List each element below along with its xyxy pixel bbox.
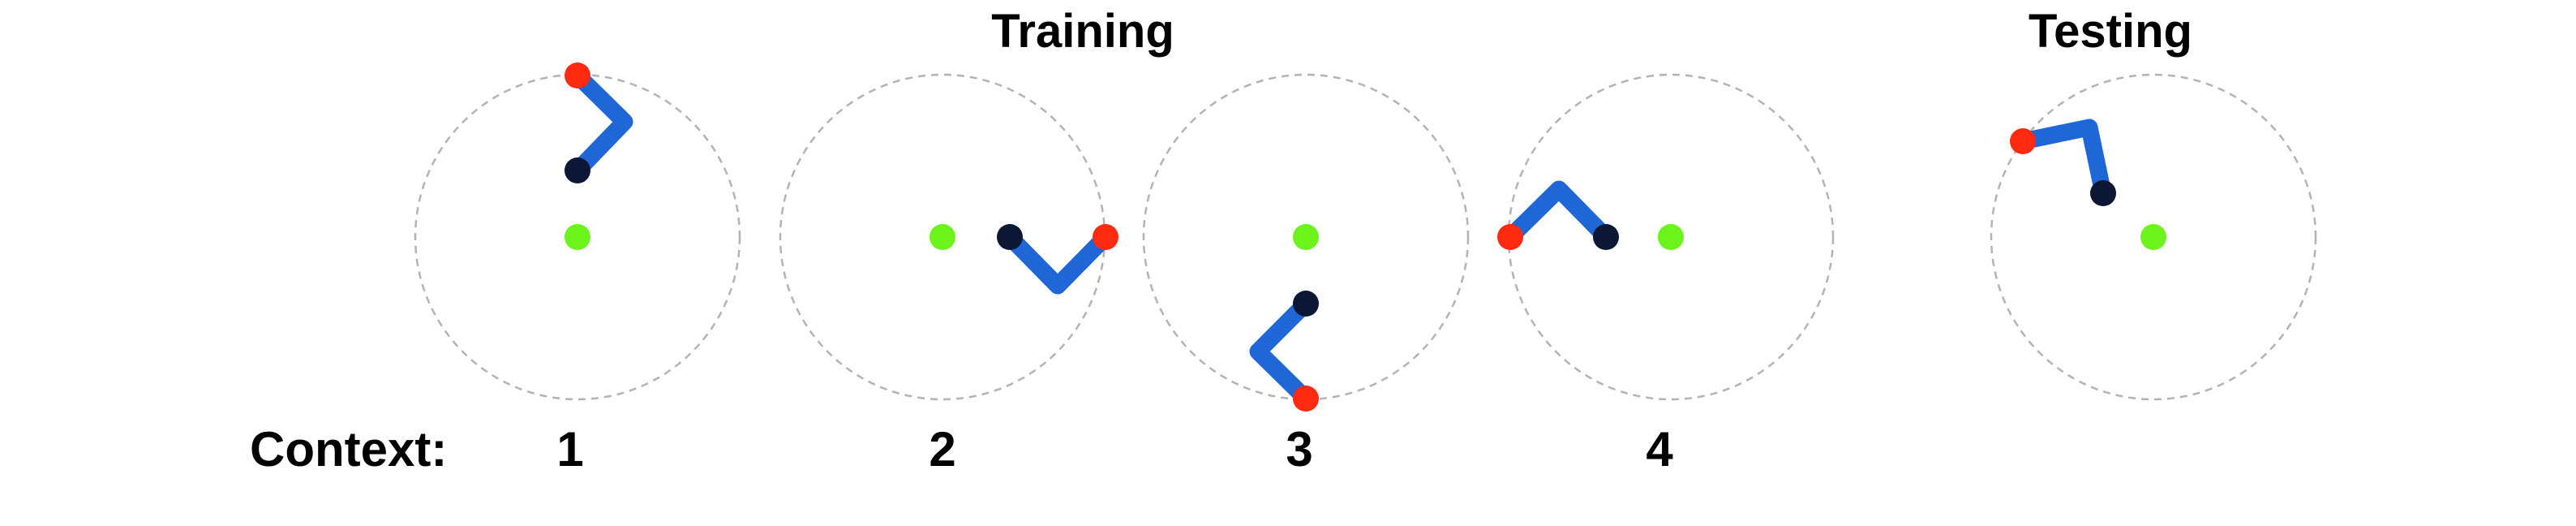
context-label: Context: — [250, 422, 447, 476]
base-joint-dot — [565, 157, 590, 183]
end-effector-dot — [1293, 386, 1319, 412]
training-title: Training — [991, 5, 1174, 58]
end-effector-dot — [1093, 224, 1118, 250]
workspace-circle — [1142, 73, 1470, 401]
base-joint-dot — [2090, 180, 2116, 206]
context-number-4: 4 — [1646, 422, 1673, 476]
base-joint-dot — [1593, 224, 1619, 250]
end-effector-dot — [2010, 128, 2036, 154]
target-dot — [565, 224, 590, 250]
panel-context-4 — [1497, 73, 1835, 401]
panel-context-2 — [779, 73, 1118, 401]
context-number-3: 3 — [1286, 422, 1312, 476]
end-effector-dot — [565, 63, 590, 88]
panel-context-3 — [1142, 73, 1470, 412]
workspace-circle — [1990, 73, 2317, 401]
panel-context-1 — [414, 63, 741, 401]
workspace-circle — [414, 73, 741, 401]
context-number-1: 1 — [556, 422, 583, 476]
arm-links — [1249, 295, 1315, 407]
arm-links — [2014, 119, 2112, 202]
target-dot — [1293, 224, 1319, 250]
context-number-2: 2 — [929, 422, 955, 476]
target-dot — [2140, 224, 2166, 250]
end-effector-dot — [1497, 224, 1523, 250]
arm-links — [1001, 228, 1114, 295]
base-joint-dot — [1293, 291, 1319, 317]
arm-links — [569, 67, 633, 179]
target-dot — [930, 224, 955, 250]
base-joint-dot — [997, 224, 1023, 250]
panel-testing — [1990, 73, 2317, 401]
testing-title: Testing — [2029, 5, 2192, 58]
target-dot — [1658, 224, 1684, 250]
arm-links — [1501, 180, 1615, 246]
